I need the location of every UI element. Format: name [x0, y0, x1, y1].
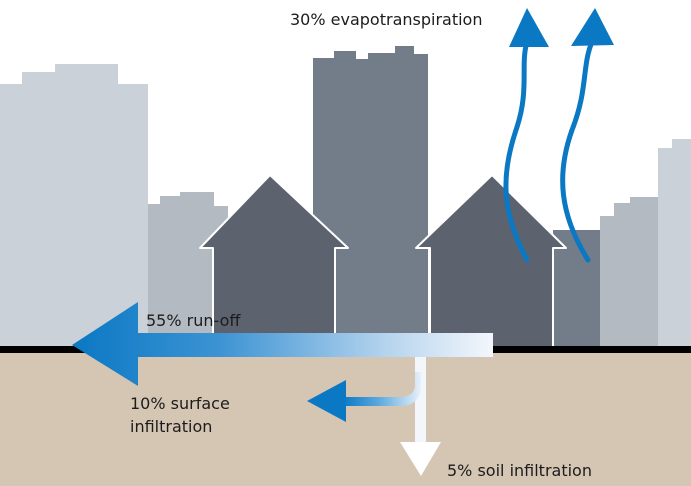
surface-infiltration-label-line1: 10% surface — [130, 394, 230, 413]
surface-infiltration-arrow — [307, 372, 421, 422]
evapotranspiration-label: 30% evapotranspiration — [290, 10, 483, 29]
surface-infiltration-label-line2: infiltration — [130, 417, 213, 436]
building-center-tower — [313, 46, 428, 352]
house-right — [415, 174, 567, 353]
building-right-mid — [600, 197, 658, 352]
evapotranspiration-arrows — [503, 8, 614, 263]
building-left-small — [148, 192, 228, 352]
building-right-edge — [658, 139, 691, 352]
soil-infiltration-label: 5% soil infiltration — [447, 461, 592, 480]
building-left-tall — [0, 64, 148, 352]
surface-infiltration-label: 10% surface infiltration — [130, 392, 280, 438]
runoff-label: 55% run-off — [146, 311, 241, 330]
building-right-dark — [553, 230, 600, 352]
runoff-arrow — [72, 302, 493, 386]
soil-infiltration-arrow — [400, 357, 441, 476]
